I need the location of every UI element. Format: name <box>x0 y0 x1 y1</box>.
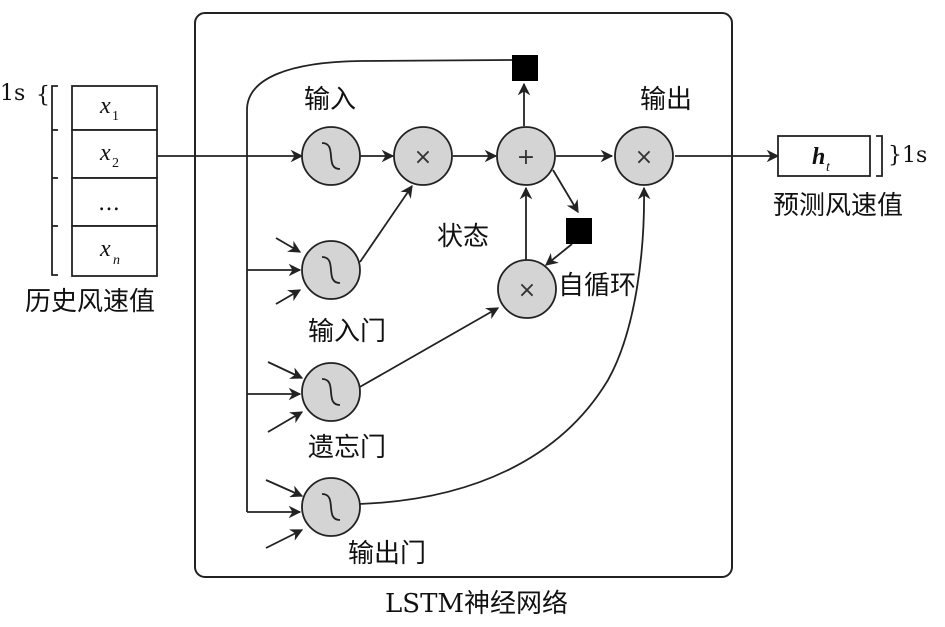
input-squash-node <box>301 126 361 186</box>
label-output: 输出 <box>640 85 692 115</box>
input-caption: 历史风速值 <box>25 287 155 317</box>
output-multiply-node: × <box>614 126 674 186</box>
state-add-symbol: + <box>517 145 535 170</box>
label-input-gate: 输入门 <box>308 317 386 347</box>
input-buffer: 1s { x 1 x 2 … x n 历史风速值 <box>0 81 158 317</box>
state-output-square <box>512 55 538 81</box>
input-cell-x1 <box>71 85 158 131</box>
output-multiply-symbol: × <box>635 145 653 170</box>
output-caption: 预测风速值 <box>773 191 903 221</box>
input-sub-2: 2 <box>112 156 119 171</box>
state-add-node: + <box>496 126 556 186</box>
output-gate-node <box>301 477 361 537</box>
output-window-label: }1s <box>888 143 927 168</box>
self-loop-multiply-node: × <box>497 259 557 319</box>
recurrent-bus <box>246 59 513 512</box>
input-ellipsis: … <box>98 191 120 216</box>
input-sub-n: n <box>113 253 120 268</box>
label-output-gate: 输出门 <box>348 539 426 569</box>
input-var-2: x <box>99 140 111 166</box>
input-var-n: x <box>99 236 111 262</box>
input-cell-xn <box>71 225 158 277</box>
label-self-loop: 自循环 <box>558 271 636 301</box>
lstm-frame <box>194 12 733 578</box>
output-sub: t <box>826 160 831 175</box>
input-sub-1: 1 <box>112 109 119 124</box>
network-title: LSTM神经网络 <box>385 589 568 619</box>
input-brace: { <box>36 83 50 108</box>
label-state: 状态 <box>437 222 489 252</box>
input-gate-node <box>301 240 361 300</box>
output-var: h <box>812 144 825 170</box>
label-input: 输入 <box>304 85 356 115</box>
self-loop-square <box>566 218 592 244</box>
input-var-1: x <box>99 93 111 119</box>
forget-gate-node <box>301 362 361 422</box>
output-box: h t }1s 预测风速值 <box>773 135 927 221</box>
input-window-label: 1s <box>0 81 25 106</box>
input-multiply-node: × <box>393 126 453 186</box>
self-loop-multiply-symbol: × <box>518 278 536 303</box>
input-multiply-symbol: × <box>414 145 432 170</box>
input-cell-ellipsis <box>71 177 158 227</box>
label-forget-gate: 遗忘门 <box>308 433 386 463</box>
